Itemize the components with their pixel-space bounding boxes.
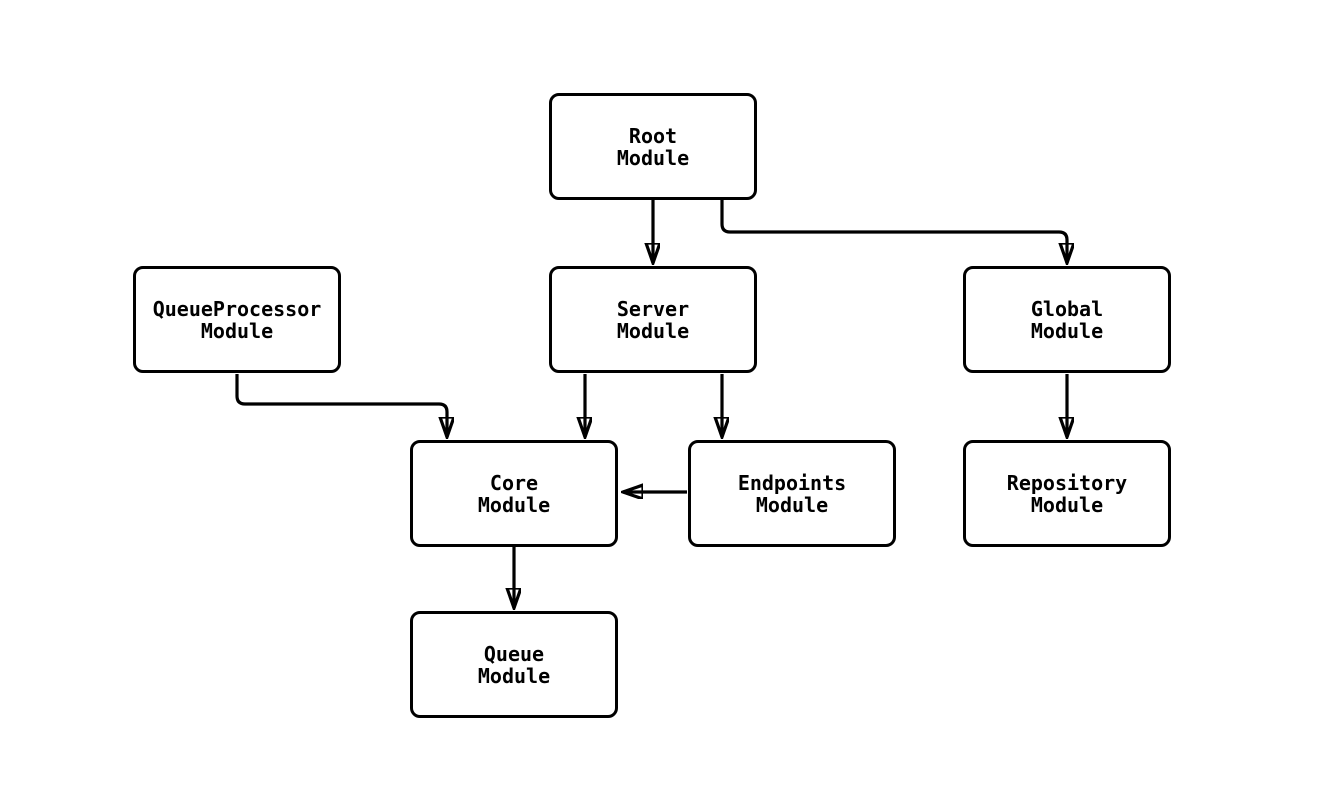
node-repository-module-label: Repository Module [1006, 470, 1128, 517]
node-repository-module: Repository Module [963, 440, 1171, 547]
node-global-module: Global Module [963, 266, 1171, 373]
node-core-module-label: Core Module [477, 470, 551, 517]
node-queue-processor-module: QueueProcessor Module [133, 266, 341, 373]
node-queue-module: Queue Module [410, 611, 618, 718]
node-endpoints-module: Endpoints Module [688, 440, 896, 547]
node-queue-module-label: Queue Module [477, 641, 551, 688]
node-root-module: Root Module [549, 93, 757, 200]
edge-queue-processor-to-core [235, 374, 447, 437]
node-root-module-label: Root Module [616, 123, 690, 170]
node-endpoints-module-label: Endpoints Module [737, 470, 847, 517]
node-server-module: Server Module [549, 266, 757, 373]
node-global-module-label: Global Module [1030, 296, 1104, 343]
node-server-module-label: Server Module [616, 296, 690, 343]
node-core-module: Core Module [410, 440, 618, 547]
node-queue-processor-module-label: QueueProcessor Module [152, 296, 322, 343]
edge-root-to-global [720, 200, 1067, 263]
